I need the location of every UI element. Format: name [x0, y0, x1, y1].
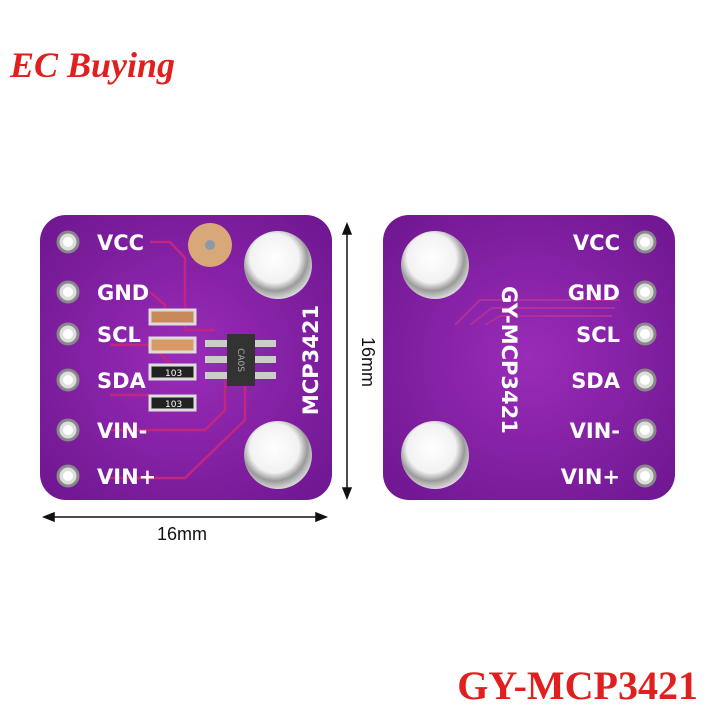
- mounting-hole: [244, 421, 312, 489]
- pin-label-gnd: GND: [568, 281, 620, 305]
- width-dimension: 16mm: [157, 524, 207, 544]
- pin-label-sda: SDA: [97, 369, 147, 393]
- dimension-arrows: [41, 221, 353, 523]
- resistor-marking: 103: [165, 369, 182, 379]
- brand-logo-text: EC Buying: [10, 45, 176, 85]
- pin-label-vin-plus: VIN+: [561, 465, 620, 489]
- pin-label-vin-plus: VIN+: [97, 465, 156, 489]
- traces: [454, 299, 620, 326]
- resistors: 103 103: [148, 363, 197, 412]
- pin-label-vin-minus: VIN-: [570, 419, 620, 443]
- board-title: GY-MCP3421: [497, 286, 521, 434]
- pin-label-scl: SCL: [97, 323, 141, 347]
- front-board: VCC GND SCL SDA VIN- VIN+ 103 103 CA0S M…: [40, 215, 332, 500]
- mounting-hole: [401, 421, 469, 489]
- pin-label-sda: SDA: [571, 369, 621, 393]
- board-title: MCP3421: [299, 305, 323, 415]
- pin-label-vcc: VCC: [573, 231, 620, 255]
- height-dimension: 16mm: [358, 337, 378, 387]
- mounting-hole: [244, 231, 312, 299]
- back-board: VCC GND SCL SDA VIN- VIN+ GY-MCP3421: [383, 215, 675, 500]
- model-label: GY-MCP3421: [457, 663, 698, 708]
- adc-chip: CA0S: [205, 334, 276, 386]
- mounting-hole: [401, 231, 469, 299]
- resistor-marking: 103: [165, 400, 182, 410]
- pin-label-vin-minus: VIN-: [97, 419, 147, 443]
- capacitors: [148, 308, 197, 354]
- chip-marking: CA0S: [235, 348, 245, 372]
- pins: [633, 230, 657, 488]
- pin-label-vcc: VCC: [97, 231, 144, 255]
- pin-label-scl: SCL: [576, 323, 620, 347]
- pins: [56, 230, 80, 488]
- pin-label-gnd: GND: [97, 281, 149, 305]
